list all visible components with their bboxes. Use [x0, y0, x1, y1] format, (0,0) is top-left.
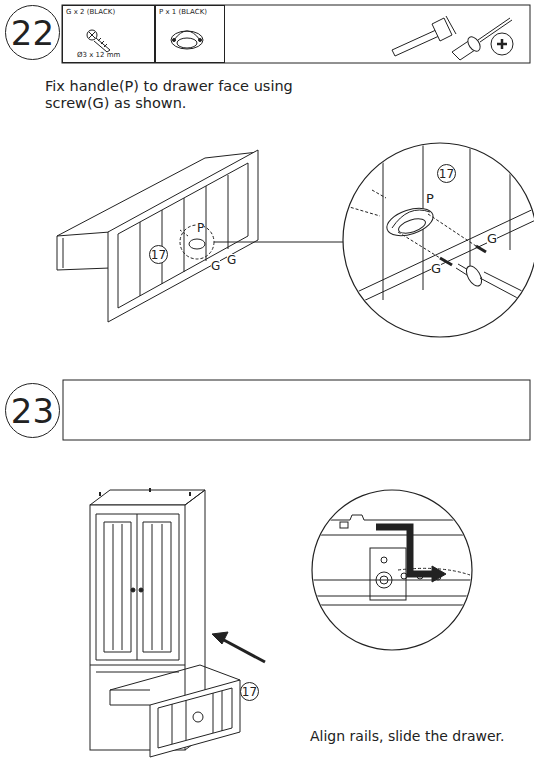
push-arrow [222, 639, 265, 662]
callout-circle: 17 [240, 682, 259, 701]
part-letter: G [487, 232, 497, 247]
callout-number: 17 [439, 168, 454, 180]
drawer-drawing [57, 150, 343, 322]
hammer-icon [392, 16, 456, 56]
part-letter: G [227, 254, 236, 268]
zoom-detail [340, 140, 534, 312]
wardrobe-drawing [90, 488, 240, 757]
part-letter: G [211, 260, 220, 274]
screwdriver-icon [452, 18, 513, 60]
parts-box [62, 5, 530, 63]
leader-line [214, 242, 343, 243]
callout-number: 23 [11, 394, 54, 428]
part-letter: P [197, 222, 204, 236]
callout-circle: 17 [149, 245, 168, 264]
instruction-text: Fix handle(P) to drawer face using screw… [45, 78, 300, 111]
callout-number: 17 [151, 249, 166, 261]
part-letter: P [426, 192, 434, 207]
push-arrow [212, 632, 228, 644]
callout-number: 17 [242, 686, 257, 698]
rail-detail [310, 515, 480, 605]
zoom-circle [312, 490, 472, 650]
handle-icon [171, 31, 203, 49]
callout-number: 22 [11, 16, 54, 50]
instruction-text: Align rails, slide the drawer. [310, 728, 505, 744]
part-letter: G [431, 262, 441, 277]
part-cell: G x 2 (BLACK) Ø3 x 12 mm [62, 5, 155, 63]
part-cell: P x 1 (BLACK) [155, 5, 225, 63]
callout-circle: 23 [5, 383, 60, 438]
zoom-circle [343, 143, 534, 337]
callout-circle: 22 [5, 5, 60, 60]
part-text: G x 2 (BLACK) [66, 8, 115, 16]
instruction-box [63, 380, 530, 440]
screw-icon [87, 30, 110, 52]
callout-circle: 17 [437, 164, 456, 183]
part-text: Ø3 x 12 mm [77, 51, 120, 59]
part-text: P x 1 (BLACK) [159, 8, 207, 16]
